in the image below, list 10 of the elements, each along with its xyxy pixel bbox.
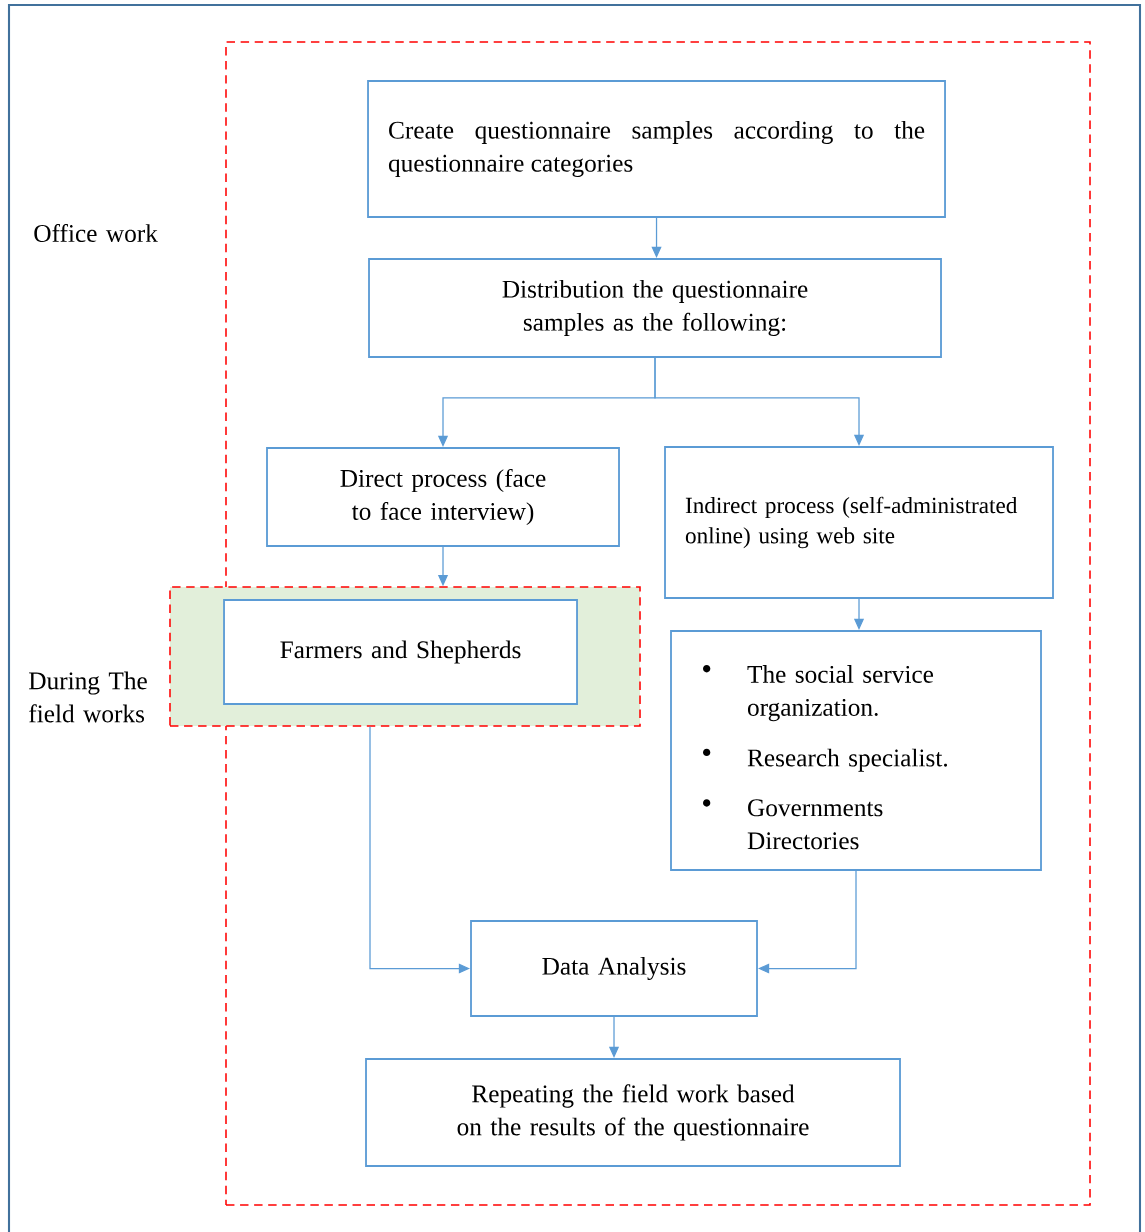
- node-label: During The field works: [29, 671, 147, 723]
- process-box: Distribution the questionnaire samples as the following:: [368, 258, 942, 358]
- node-label: Office work: [34, 223, 158, 243]
- process-box: Indirect process (self-administrated online) using web site: [664, 446, 1054, 599]
- process-box: Data Analysis: [470, 920, 758, 1017]
- process-box: The social service organization. Research specialist. Governments Directories: [670, 630, 1042, 871]
- process-box: Direct process (face to face interview): [266, 447, 620, 547]
- process-box: Create questionnaire samples according to the questionnaire categories: [367, 80, 946, 218]
- process-box: Farmers and Shepherds: [223, 599, 578, 705]
- process-box: Repeating the field work based on the results of the questionnaire: [365, 1058, 901, 1167]
